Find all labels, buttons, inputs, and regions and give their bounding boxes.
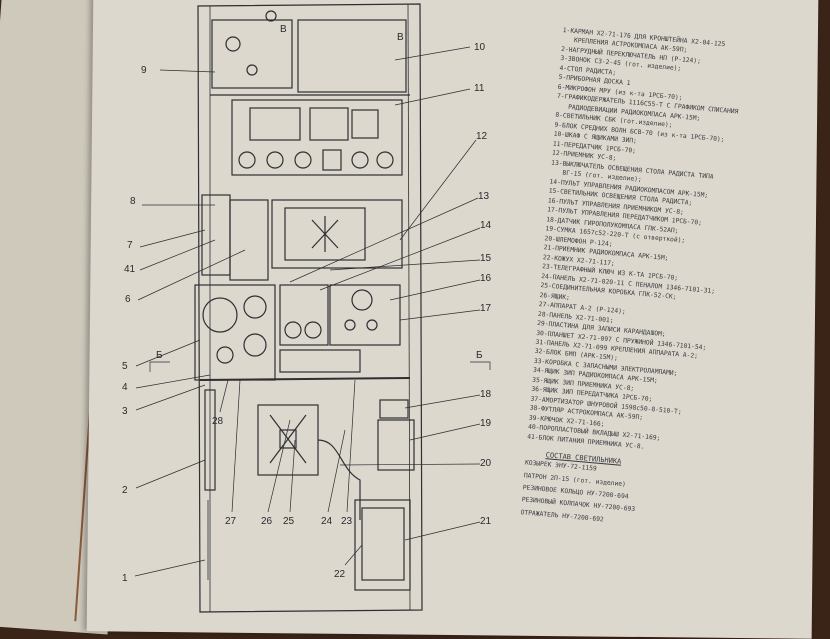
callout-10: 10	[474, 42, 486, 53]
section-mark-right: Б	[476, 350, 483, 361]
panel-14	[279, 284, 329, 346]
callout-3: 3	[122, 406, 128, 417]
callout-4: 4	[122, 382, 128, 393]
section-mark-left: Б	[156, 350, 163, 361]
legend-items: 1-КАРМАН Х2-71-176 ДЛЯ КРОНШТЕЙНА Х2-04-…	[527, 27, 802, 461]
callout-17: 17	[480, 303, 492, 314]
callout-14: 14	[480, 220, 492, 231]
writing-plate-29	[279, 349, 361, 373]
callout-23: 23	[341, 516, 353, 527]
callout-24: 24	[321, 516, 333, 527]
callout-7: 7	[127, 240, 133, 251]
callout-25: 25	[283, 516, 295, 527]
callout-2: 2	[122, 485, 128, 496]
callout-16: 16	[480, 273, 492, 284]
cabinet-outline	[197, 3, 423, 613]
desk-4	[199, 377, 411, 381]
callout-18: 18	[480, 389, 492, 400]
callout-12: 12	[476, 131, 488, 142]
bag-19	[377, 419, 415, 471]
callout-5: 5	[122, 361, 128, 372]
block-9	[211, 19, 293, 89]
callout-11: 11	[474, 83, 485, 94]
panel-16	[329, 284, 401, 346]
switch-2	[204, 389, 216, 491]
panel-label-9: B	[280, 24, 287, 35]
graph-holder-7	[201, 194, 231, 276]
callout-27: 27	[225, 516, 237, 527]
callout-26: 26	[261, 516, 273, 527]
callout-21: 21	[480, 516, 492, 527]
callout-8: 8	[130, 196, 136, 207]
panel-label-10: B	[397, 32, 404, 43]
parts-legend: 1-КАРМАН Х2-71-176 ДЛЯ КРОНШТЕЙНА Х2-04-…	[520, 27, 802, 543]
cover-22	[354, 499, 411, 591]
callout-13: 13	[478, 191, 490, 202]
transmitter-11	[231, 99, 403, 176]
sensor-18	[379, 399, 409, 419]
cabinet-10	[297, 19, 407, 93]
callout-20: 20	[480, 458, 492, 469]
callout-15: 15	[480, 253, 492, 264]
callout-22: 22	[334, 569, 346, 580]
callout-6: 6	[125, 294, 131, 305]
leader-lines	[134, 46, 491, 577]
callout-1: 1	[122, 573, 128, 584]
callout-41: 41	[124, 264, 136, 275]
callout-28: 28	[212, 416, 224, 427]
callout-19: 19	[480, 418, 492, 429]
callout-9: 9	[141, 65, 147, 76]
cabinet-diagram: 9 10 11 12 13 14 15 16 17 18 19 20 21 22…	[122, 3, 492, 613]
receiver-12	[271, 199, 403, 269]
